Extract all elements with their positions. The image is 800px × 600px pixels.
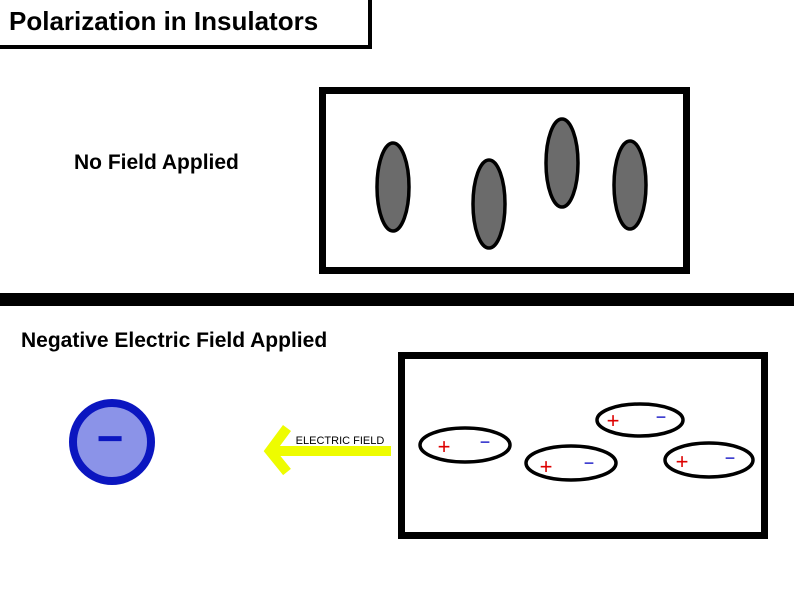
plus-sign: + <box>676 449 689 474</box>
minus-sign: − <box>656 407 667 427</box>
plus-sign: + <box>438 434 451 459</box>
arrow-label: ELECTRIC FIELD <box>296 435 385 447</box>
negative-source-charge: − <box>69 399 155 485</box>
molecule-outline <box>663 441 755 479</box>
polarized-molecules: + − + − + − + − <box>418 402 755 482</box>
molecule-outline <box>418 426 512 464</box>
polarized-molecule: + − <box>663 441 755 479</box>
no-field-label: No Field Applied <box>74 151 239 174</box>
polarized-molecule: + − <box>418 426 512 464</box>
source-charge-circle <box>69 399 155 485</box>
minus-sign: − <box>480 432 491 452</box>
molecule-outline <box>524 444 618 482</box>
unpolarized-molecules <box>375 117 648 250</box>
title-box: Polarization in Insulators <box>0 0 372 49</box>
electric-field-arrow: ELECTRIC FIELD <box>263 425 391 476</box>
unpolarized-molecule <box>375 141 411 233</box>
plus-sign: + <box>607 408 620 433</box>
unpolarized-molecule <box>612 139 648 231</box>
plus-sign: + <box>540 454 553 479</box>
section-divider <box>0 293 794 306</box>
polarized-molecule: + − <box>524 444 618 482</box>
arrow-head-icon <box>263 425 292 476</box>
unpolarized-molecule <box>471 158 507 250</box>
minus-sign: − <box>584 453 595 473</box>
no-field-frame <box>319 87 690 274</box>
polarized-molecule: + − <box>595 402 685 438</box>
molecule-outline <box>595 402 685 438</box>
unpolarized-molecule <box>544 117 580 209</box>
negative-field-frame <box>398 352 768 539</box>
source-charge-sign: − <box>97 412 124 464</box>
minus-sign: − <box>725 448 736 468</box>
page-title: Polarization in Insulators <box>9 6 319 36</box>
negative-field-label: Negative Electric Field Applied <box>21 329 328 352</box>
